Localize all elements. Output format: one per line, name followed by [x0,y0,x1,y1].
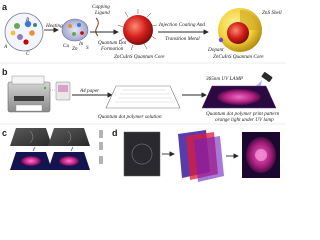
injection-label-1: Injection Coating And [158,22,205,28]
zns-shell-label: ZnS Shell [262,10,282,16]
printed-paper-icon [105,85,181,109]
atom-label-zn: Zn [72,46,78,52]
capping-label-2: Ligand [94,10,110,16]
qd-formation-label-1: Quantum Dot [98,40,127,46]
capping-label-1: Capping [92,4,110,10]
uv-lamp-label: 365nm UV LAMP [206,76,244,82]
a4-paper-label: A4 paper [79,87,100,94]
qd-formation-label-2: Formation [100,46,124,52]
atom-label-c: C [26,51,30,57]
core-label-right: ZnCuInS Quantum Core [213,54,264,60]
atom-label-a: A [3,44,8,50]
panel-label-d: d [112,128,118,138]
atom-label-cu: Cu [63,43,69,49]
panel-label-b: b [2,67,8,77]
separator-lines [99,130,103,164]
print-caption-2: orange light under UV lamp [215,117,274,123]
figure-canvas: a A B C Heating Cu Zn In S Capping Ligan… [0,2,286,182]
heated-precursor-blob [61,18,89,42]
print-caption-1: Quantum dot polymer print pattern [206,111,280,117]
core-label-left: ZnCuInS Quantum Core [114,54,165,60]
layer-stack [123,130,280,182]
panel-label-c: c [2,128,7,138]
cartridge-icon [50,81,71,101]
atom-label-in: In [78,41,84,47]
core-shell-sphere [218,8,262,52]
figure-stage: a A B C Heating Cu Zn In S Capping Ligan… [0,2,286,182]
glowing-print-icon [201,85,277,109]
precursor-cluster [4,12,44,52]
atom-label-b: B [26,17,30,23]
qd-solution-label: Quantum dot polymer solution [98,114,162,120]
atom-label-s: S [86,45,89,51]
injection-label-2: Transition Metal [165,36,200,42]
ligand-chain-icon [95,17,99,37]
quantum-core-sphere [117,9,158,51]
uv-arrow-down [32,146,74,152]
printer-icon [7,75,51,113]
dopant-label: Dopant [207,47,224,53]
film-grid [10,128,90,170]
heating-label: Heating [45,23,63,29]
panel-label-a: a [2,2,8,12]
